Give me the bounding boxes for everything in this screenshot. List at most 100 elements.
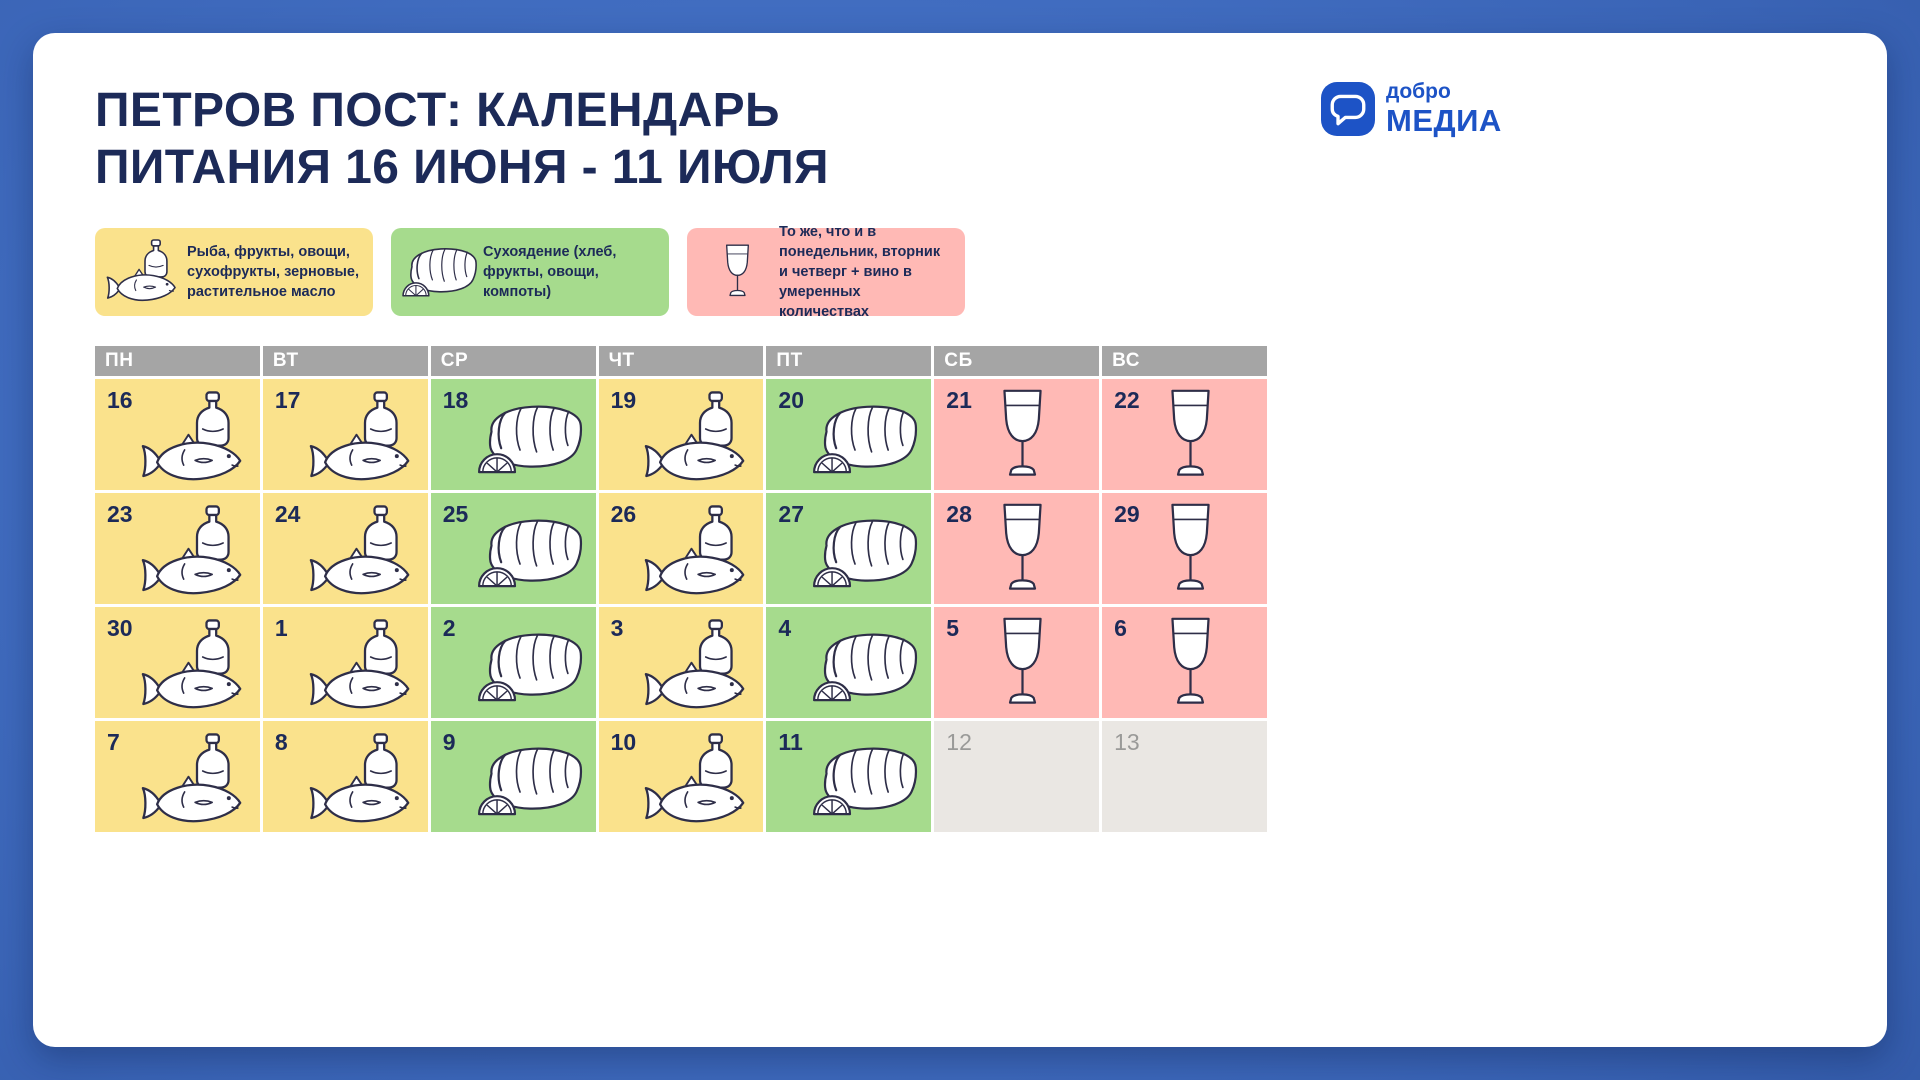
bread-icon bbox=[474, 507, 590, 599]
fish-oil-icon bbox=[306, 391, 424, 486]
calendar-cell-29: 29 bbox=[1102, 493, 1267, 605]
day-header-tue: ВТ bbox=[262, 346, 428, 377]
calendar-cell-7: 7 bbox=[95, 721, 260, 833]
calendar-cell-19: 19 bbox=[598, 379, 764, 491]
fish-oil-icon bbox=[306, 505, 424, 600]
day-number: 2 bbox=[442, 615, 456, 642]
logo-text: добро МЕДИА bbox=[1386, 81, 1502, 136]
calendar-cell-13: 13 bbox=[1102, 721, 1267, 833]
calendar-cell-24: 24 bbox=[262, 493, 428, 605]
day-header-sun: ВС bbox=[1102, 346, 1267, 377]
calendar-cell-21: 21 bbox=[934, 379, 1100, 491]
calendar-cell-17: 17 bbox=[262, 379, 428, 491]
day-number: 5 bbox=[946, 615, 960, 642]
logo-word-dobro: добро bbox=[1386, 80, 1451, 103]
wine-glass-icon bbox=[1163, 499, 1218, 600]
calendar-cell-6: 6 bbox=[1102, 607, 1267, 719]
day-number: 28 bbox=[946, 501, 972, 528]
wine-glass-icon bbox=[1163, 613, 1218, 714]
calendar-cell-25: 25 bbox=[430, 493, 596, 605]
fish-oil-icon bbox=[103, 236, 187, 308]
fish-oil-icon bbox=[138, 391, 256, 486]
fish-oil-icon bbox=[641, 619, 759, 714]
day-header-fri: ПТ bbox=[766, 346, 932, 377]
calendar-cell-20: 20 bbox=[766, 379, 932, 491]
wine-glass-icon bbox=[995, 385, 1050, 486]
calendar-cell-27: 27 bbox=[766, 493, 932, 605]
day-number: 30 bbox=[107, 615, 133, 642]
day-header-wed: СР bbox=[430, 346, 596, 377]
calendar-cell-16: 16 bbox=[95, 379, 260, 491]
day-number: 29 bbox=[1114, 501, 1140, 528]
calendar-cell-22: 22 bbox=[1102, 379, 1267, 491]
calendar-cell-4: 4 bbox=[766, 607, 932, 719]
day-number: 7 bbox=[107, 729, 120, 756]
fish-oil-icon bbox=[641, 733, 759, 828]
wine-glass-icon bbox=[1163, 385, 1218, 486]
dobro-media-logo: добро МЕДИА bbox=[1321, 81, 1502, 136]
day-header-sat: СБ bbox=[934, 346, 1100, 377]
day-number: 24 bbox=[274, 501, 301, 528]
day-number: 9 bbox=[442, 729, 456, 756]
day-number: 8 bbox=[274, 729, 288, 756]
day-number: 23 bbox=[107, 501, 133, 528]
day-number: 1 bbox=[274, 615, 288, 642]
day-number: 3 bbox=[610, 615, 624, 642]
day-number: 22 bbox=[1114, 387, 1140, 414]
bread-icon bbox=[474, 621, 590, 713]
day-number: 13 bbox=[1114, 729, 1140, 756]
wine-glass-icon bbox=[995, 499, 1050, 600]
fish-oil-icon bbox=[138, 505, 256, 600]
calendar-cell-23: 23 bbox=[95, 493, 260, 605]
day-number: 4 bbox=[778, 615, 792, 642]
day-number: 10 bbox=[610, 729, 637, 756]
bread-icon bbox=[809, 735, 925, 827]
calendar-cell-3: 3 bbox=[598, 607, 764, 719]
fish-oil-icon bbox=[641, 391, 759, 486]
legend-item-wine-glass: То же, что и в понедельник, вторник и че… bbox=[687, 224, 965, 320]
legend: Рыба, фрукты, овощи, сухофрукты, зерновы… bbox=[95, 224, 1827, 320]
bread-icon bbox=[809, 393, 925, 485]
calendar-cell-2: 2 bbox=[430, 607, 596, 719]
calendar-cell-12: 12 bbox=[934, 721, 1100, 833]
page-title-line1: ПЕТРОВ ПОСТ: КАЛЕНДАРЬ bbox=[95, 84, 780, 137]
day-number: 17 bbox=[274, 387, 301, 414]
calendar-cell-30: 30 bbox=[95, 607, 260, 719]
bread-icon bbox=[399, 236, 483, 308]
calendar-cell-8: 8 bbox=[262, 721, 428, 833]
day-number: 21 bbox=[946, 387, 972, 414]
fish-oil-icon bbox=[306, 733, 424, 828]
day-number: 18 bbox=[442, 387, 469, 414]
day-number: 25 bbox=[442, 501, 469, 528]
page-title: ПЕТРОВ ПОСТ: КАЛЕНДАРЬ ПИТАНИЯ 16 ИЮНЯ -… bbox=[95, 83, 1827, 196]
calendar-cell-26: 26 bbox=[598, 493, 764, 605]
fish-oil-icon bbox=[138, 733, 256, 828]
day-header-thu: ЧТ bbox=[598, 346, 764, 377]
day-header-mon: ПН bbox=[95, 346, 260, 377]
logo-word-media: МЕДИА bbox=[1386, 103, 1502, 138]
page-title-line2: ПИТАНИЯ 16 ИЮНЯ - 11 ИЮЛЯ bbox=[95, 140, 829, 194]
fish-oil-icon bbox=[641, 505, 759, 600]
fish-oil-icon bbox=[306, 619, 424, 714]
day-number: 20 bbox=[778, 387, 805, 414]
speech-bubble-icon bbox=[1321, 81, 1375, 136]
day-number: 27 bbox=[778, 501, 805, 528]
legend-item-fish-oil: Рыба, фрукты, овощи, сухофрукты, зерновы… bbox=[95, 228, 373, 317]
day-number: 6 bbox=[1114, 615, 1127, 642]
legend-text: То же, что и в понедельник, вторник и че… bbox=[779, 224, 941, 321]
fish-oil-icon bbox=[138, 619, 256, 714]
bread-icon bbox=[474, 393, 590, 485]
day-number: 12 bbox=[946, 729, 972, 756]
calendar-cell-10: 10 bbox=[598, 721, 764, 833]
wine-glass-icon bbox=[695, 236, 779, 308]
calendar-cell-28: 28 bbox=[934, 493, 1100, 605]
calendar-cell-9: 9 bbox=[430, 721, 596, 833]
bread-icon bbox=[474, 735, 590, 827]
day-number: 16 bbox=[107, 387, 133, 414]
legend-text: Рыба, фрукты, овощи, сухофрукты, зерновы… bbox=[187, 244, 360, 301]
legend-item-bread: Сухоядение (хлеб, фрукты, овощи, компоты… bbox=[391, 228, 669, 317]
infographic-card: ПЕТРОВ ПОСТ: КАЛЕНДАРЬ ПИТАНИЯ 16 ИЮНЯ -… bbox=[33, 33, 1887, 1047]
day-number: 26 bbox=[610, 501, 637, 528]
calendar-cell-11: 11 bbox=[766, 721, 932, 833]
